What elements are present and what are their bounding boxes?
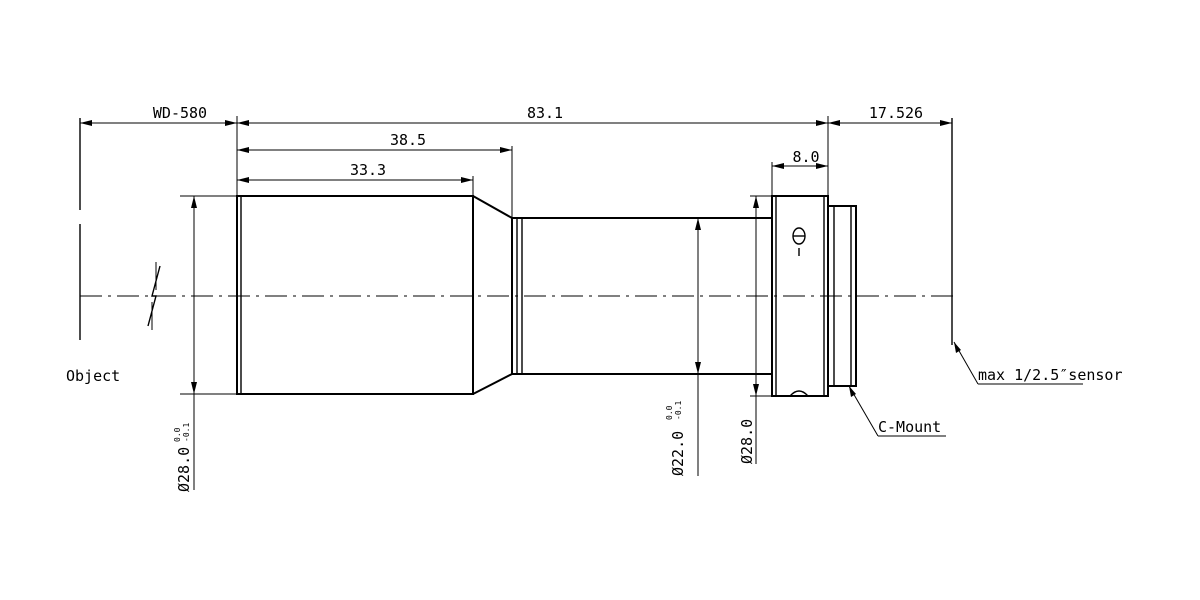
c-mount-label: C-Mount (878, 418, 941, 436)
rear-tube (512, 217, 772, 375)
rear-diameter-tol-lower: -0.1 (674, 401, 683, 420)
dim-working-distance: WD-580 (153, 104, 207, 122)
dim-mount-diameter: Ø28.0 (738, 419, 756, 464)
dim-total-length: 83.1 (527, 104, 563, 122)
dim-front-section: 38.5 (390, 131, 426, 149)
c-mount-thread (827, 205, 857, 387)
front-barrel (236, 195, 474, 395)
object-label: Object (66, 367, 120, 385)
front-diameter-tol-lower: -0.1 (182, 423, 191, 442)
taper-section (472, 195, 513, 395)
dim-front-diameter: Ø28.0 (175, 447, 193, 492)
dim-mount-width: 8.0 (792, 148, 819, 166)
dim-back-focus: 17.526 (869, 104, 923, 122)
front-diameter-tol-upper: 0.0 (173, 427, 182, 442)
rear-diameter-tol-upper: 0.0 (665, 405, 674, 420)
bottom-hole (789, 390, 809, 397)
dim-front-barrel: 33.3 (350, 161, 386, 179)
dim-rear-diameter: Ø22.0 (669, 431, 687, 476)
set-screw-icon (792, 227, 806, 256)
sensor-label: max 1/2.5″sensor (978, 366, 1123, 384)
